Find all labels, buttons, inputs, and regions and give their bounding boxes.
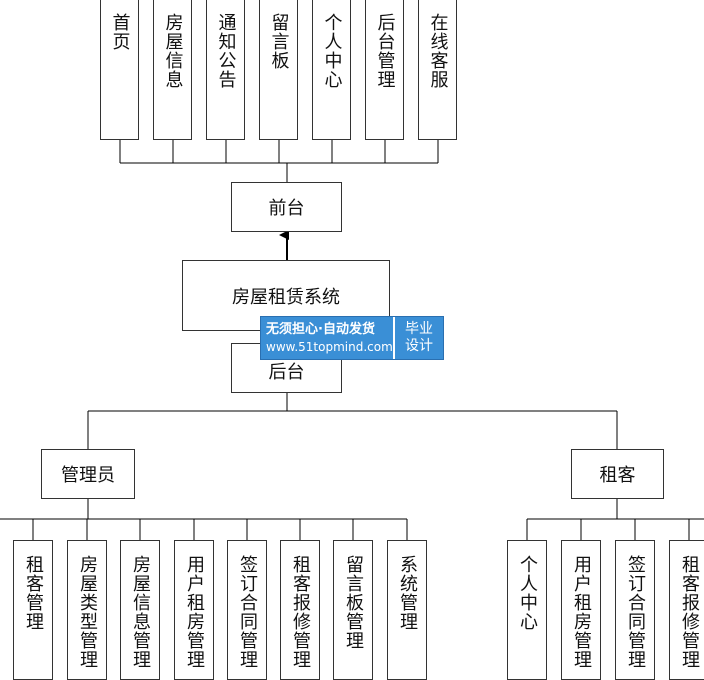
admin-item-house-info-management: 房屋信息管理 [120, 540, 160, 680]
front-item-message-board: 留言板 [259, 0, 298, 140]
tenant-item-user-rental-management: 用户租房管理 [561, 540, 601, 680]
tenant-node-label: 租客 [599, 465, 636, 486]
admin-item-message-board-management: 留言板管理 [333, 540, 373, 680]
admin-item-system-management: 系统管理 [387, 540, 427, 680]
admin-item-label: 用户租房管理 [184, 555, 205, 669]
front-item-online-service: 在线客服 [418, 0, 457, 140]
tenant-item-contract-management: 签订合同管理 [615, 540, 655, 680]
admin-item-label: 系统管理 [397, 555, 418, 631]
system-node-label: 房屋租赁系统 [232, 286, 340, 308]
watermark-tag: 毕业 设计 [395, 317, 443, 359]
admin-node: 管理员 [41, 449, 135, 499]
back-node-label: 后台 [268, 362, 305, 383]
front-item-label: 通知公告 [215, 13, 237, 89]
tenant-item-label: 用户租房管理 [571, 555, 592, 669]
tenant-item-label: 租客报修管理 [679, 555, 700, 669]
admin-node-label: 管理员 [61, 465, 115, 486]
watermark-badge: 无须担心·自动发货 www.51topmind.com 毕业 设计 [260, 316, 444, 360]
tenant-item-personal-center: 个人中心 [507, 540, 547, 680]
front-item-label: 房屋信息 [162, 13, 184, 89]
admin-item-house-type-management: 房屋类型管理 [67, 540, 107, 680]
watermark-text-group: 无须担心·自动发货 www.51topmind.com [261, 317, 395, 359]
tenant-item-label: 签订合同管理 [625, 555, 646, 669]
front-item-label: 个人中心 [321, 13, 343, 89]
front-node: 前台 [231, 182, 342, 232]
front-item-personal-center: 个人中心 [312, 0, 351, 140]
tenant-item-label: 个人中心 [517, 555, 538, 631]
watermark-tag-line: 设计 [405, 338, 433, 354]
front-item-house-info: 房屋信息 [153, 0, 192, 140]
front-item-notice: 通知公告 [206, 0, 245, 140]
front-item-label: 首页 [109, 13, 131, 51]
admin-item-label: 房屋信息管理 [130, 555, 151, 669]
front-node-label: 前台 [268, 198, 305, 219]
front-item-label: 留言板 [268, 13, 290, 70]
admin-item-tenant-management: 租客管理 [13, 540, 53, 680]
front-item-backend: 后台管理 [365, 0, 404, 140]
watermark-url: www.51topmind.com [266, 340, 393, 354]
tenant-item-repair-management: 租客报修管理 [669, 540, 704, 680]
tenant-node: 租客 [571, 449, 664, 499]
admin-item-user-rental-management: 用户租房管理 [174, 540, 214, 680]
front-item-home: 首页 [100, 0, 139, 140]
admin-item-label: 租客管理 [23, 555, 44, 631]
watermark-slogan: 无须担心·自动发货 [266, 322, 375, 337]
front-item-label: 在线客服 [427, 13, 449, 89]
admin-item-label: 租客报修管理 [290, 555, 311, 669]
watermark-tag-line: 毕业 [405, 321, 433, 337]
admin-item-label: 留言板管理 [343, 555, 364, 650]
admin-item-contract-management: 签订合同管理 [227, 540, 267, 680]
admin-item-label: 签订合同管理 [237, 555, 258, 669]
front-item-label: 后台管理 [374, 13, 396, 89]
admin-item-repair-management: 租客报修管理 [280, 540, 320, 680]
admin-item-label: 房屋类型管理 [77, 555, 98, 669]
